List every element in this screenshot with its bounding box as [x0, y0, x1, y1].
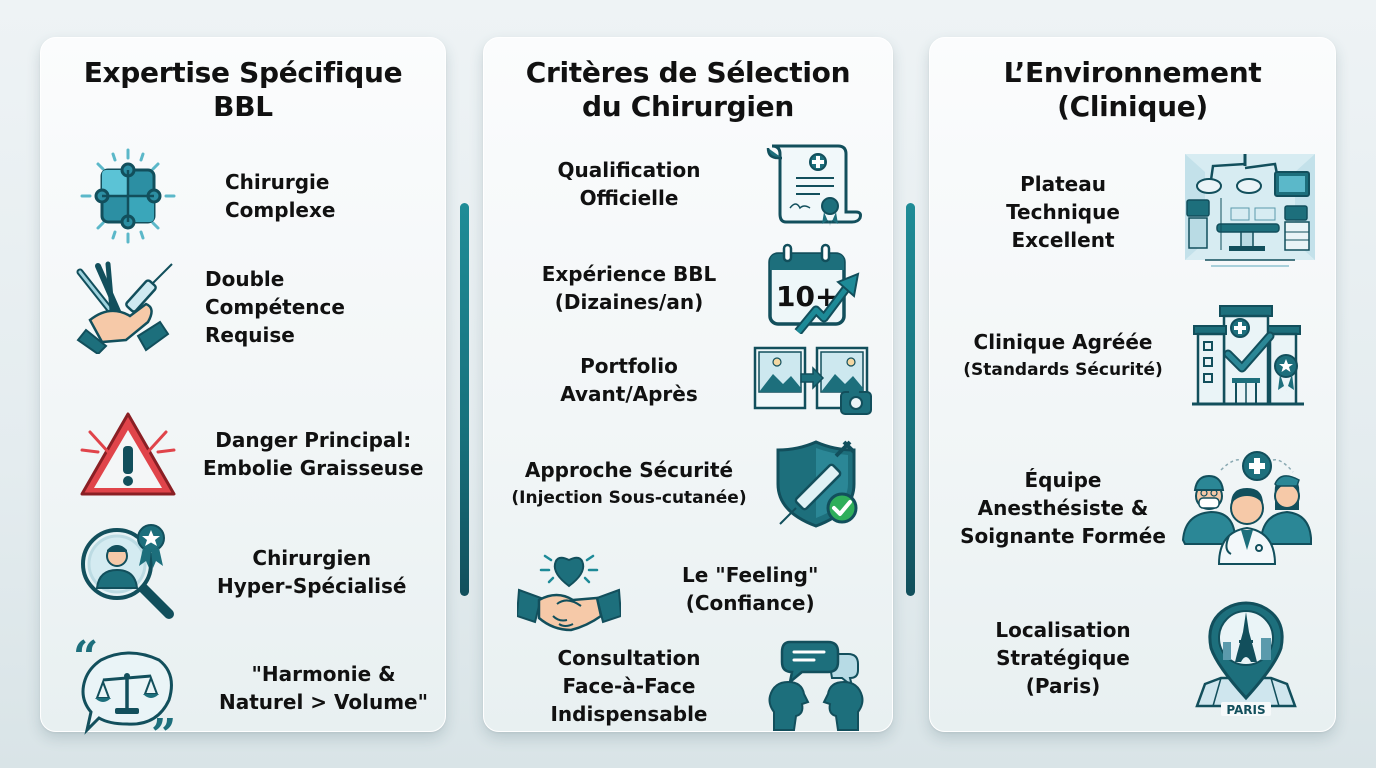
item-label: Danger Principal: Embolie Graisseuse [203, 426, 424, 482]
label-line: Danger Principal: [215, 428, 412, 452]
item-double-competence: Double Compétence Requise [71, 260, 345, 354]
label-line: Chirurgien [252, 546, 372, 570]
title-line: Critères de Sélection [525, 56, 851, 89]
title-line: Expertise Spécifique [83, 56, 403, 89]
label-line: Anesthésiste & [977, 496, 1149, 520]
item-label: "Harmonie & Naturel > Volume" [219, 660, 428, 716]
item-localisation-strategique: Localisation Stratégique (Paris) PARIS [950, 598, 1302, 718]
before-after-photos-icon [750, 344, 874, 416]
label-line: Indispensable [550, 702, 708, 726]
label-line: (Standards Sécurité) [963, 360, 1163, 380]
item-label: Localisation Stratégique (Paris) [950, 616, 1176, 700]
item-clinique-agreee: Clinique Agréée (Standards Sécurité) [950, 304, 1308, 408]
label-line: Complexe [225, 198, 336, 222]
label-line: Équipe [1024, 468, 1102, 492]
quote-balance-scale-icon: “ ” [73, 638, 185, 738]
label-line: Stratégique [996, 646, 1130, 670]
label-line: Hyper-Spécialisé [217, 574, 407, 598]
item-label: Chirurgie Complexe [225, 168, 335, 224]
label-line: (Dizaines/an) [554, 290, 704, 314]
label-line: Technique [1006, 200, 1120, 224]
title-line: L’Environnement [1003, 56, 1262, 89]
item-approche-securite: Approche Sécurité (Injection Sous-cutané… [504, 438, 868, 530]
label-line: Consultation [557, 646, 701, 670]
label-line: Expérience BBL [541, 262, 717, 286]
label-line: Approche Sécurité [524, 458, 734, 482]
panel-title: Expertise Spécifique BBL [41, 56, 445, 124]
item-experience-bbl: Expérience BBL (Dizaines/an) 10+ [514, 242, 864, 334]
item-le-feeling: Le "Feeling" (Confiance) [516, 546, 818, 632]
item-equipe-anesthesiste: Équipe Anesthésiste & Soignante Formée [950, 450, 1314, 566]
item-label: Consultation Face-à-Face Indispensable [514, 644, 744, 728]
label-line: Clinique Agréée [973, 330, 1153, 354]
column-divider [460, 203, 469, 596]
label-line: Chirurgie [225, 170, 330, 194]
item-label: Expérience BBL (Dizaines/an) [514, 260, 744, 316]
item-label: Équipe Anesthésiste & Soignante Formée [950, 466, 1176, 550]
calendar-growth-icon: 10+ [764, 242, 864, 334]
svg-text:”: ” [151, 710, 176, 738]
item-label: Clinique Agréée (Standards Sécurité) [950, 328, 1176, 384]
title-line: du Chirurgien [581, 90, 795, 123]
operating-room-icon [1184, 154, 1316, 270]
label-line: (Confiance) [685, 591, 815, 615]
puzzle-icon [73, 146, 183, 246]
label-line: Naturel > Volume" [219, 690, 429, 714]
label-line: "Harmonie & [251, 662, 396, 686]
title-line: (Clinique) [1057, 90, 1208, 123]
panel-expertise-bbl: Expertise Spécifique BBL [40, 37, 446, 738]
surgical-tools-syringe-hands-icon [71, 260, 183, 354]
label-line: Le "Feeling" [682, 563, 819, 587]
item-harmonie-naturel: “ ” "Harmonie & Naturel > Volume" [73, 638, 428, 738]
label-line: Requise [205, 323, 295, 347]
item-plateau-technique: Plateau Technique Excellent [950, 154, 1316, 270]
label-line: Embolie Graisseuse [203, 456, 424, 480]
diploma-certificate-icon [764, 142, 864, 226]
label-line: Avant/Après [560, 382, 698, 406]
item-label: Le "Feeling" (Confiance) [682, 561, 818, 617]
item-label: Chirurgien Hyper-Spécialisé [217, 544, 407, 600]
label-line: (Injection Sous-cutanée) [511, 488, 747, 508]
column-divider [906, 203, 915, 596]
handshake-heart-icon [516, 546, 622, 632]
label-line: Compétence [205, 295, 345, 319]
label-line: (Paris) [1025, 674, 1101, 698]
panel-environnement-clinique: L’Environnement (Clinique) Plateau Techn… [929, 37, 1336, 732]
label-line: Officielle [579, 186, 679, 210]
accredited-hospital-icon [1188, 304, 1308, 408]
magnifier-surgeon-award-icon [77, 522, 177, 622]
label-line: Face-à-Face [562, 674, 696, 698]
title-line: BBL [213, 90, 273, 123]
label-line: Portfolio [580, 354, 678, 378]
panel-title: Critères de Sélection du Chirurgien [484, 56, 892, 124]
item-consultation-face-a-face: Consultation Face-à-Face Indispensable [514, 638, 868, 734]
svg-text:“: “ [73, 638, 98, 683]
label-line: Double [205, 267, 285, 291]
shield-syringe-check-icon [768, 438, 868, 530]
paris-location-pin-icon: PARIS [1190, 598, 1302, 718]
item-label: Portfolio Avant/Après [514, 352, 744, 408]
item-danger-principal: Danger Principal: Embolie Graisseuse [75, 408, 424, 500]
label-line: Soignante Formée [960, 524, 1166, 548]
label-line: Qualification [557, 158, 701, 182]
panel-title: L’Environnement (Clinique) [930, 56, 1335, 124]
item-label: Plateau Technique Excellent [950, 170, 1176, 254]
face-to-face-chat-icon [764, 638, 868, 734]
panel-criteres-selection: Critères de Sélection du Chirurgien Qual… [483, 37, 893, 732]
label-line: Plateau [1020, 172, 1106, 196]
item-qualification-officielle: Qualification Officielle [514, 142, 864, 226]
label-line: Localisation [995, 618, 1131, 642]
paris-label: PARIS [1226, 703, 1265, 717]
item-label: Qualification Officielle [514, 156, 744, 212]
item-chirurgien-hyper-specialise: Chirurgien Hyper-Spécialisé [77, 522, 407, 622]
label-line: Excellent [1011, 228, 1115, 252]
medical-team-icon [1180, 450, 1314, 566]
item-chirurgie-complexe: Chirurgie Complexe [73, 146, 335, 246]
item-label: Double Compétence Requise [205, 265, 345, 349]
item-label: Approche Sécurité (Injection Sous-cutané… [504, 456, 754, 512]
item-portfolio-avant-apres: Portfolio Avant/Après [514, 344, 874, 416]
warning-triangle-icon [75, 408, 181, 500]
